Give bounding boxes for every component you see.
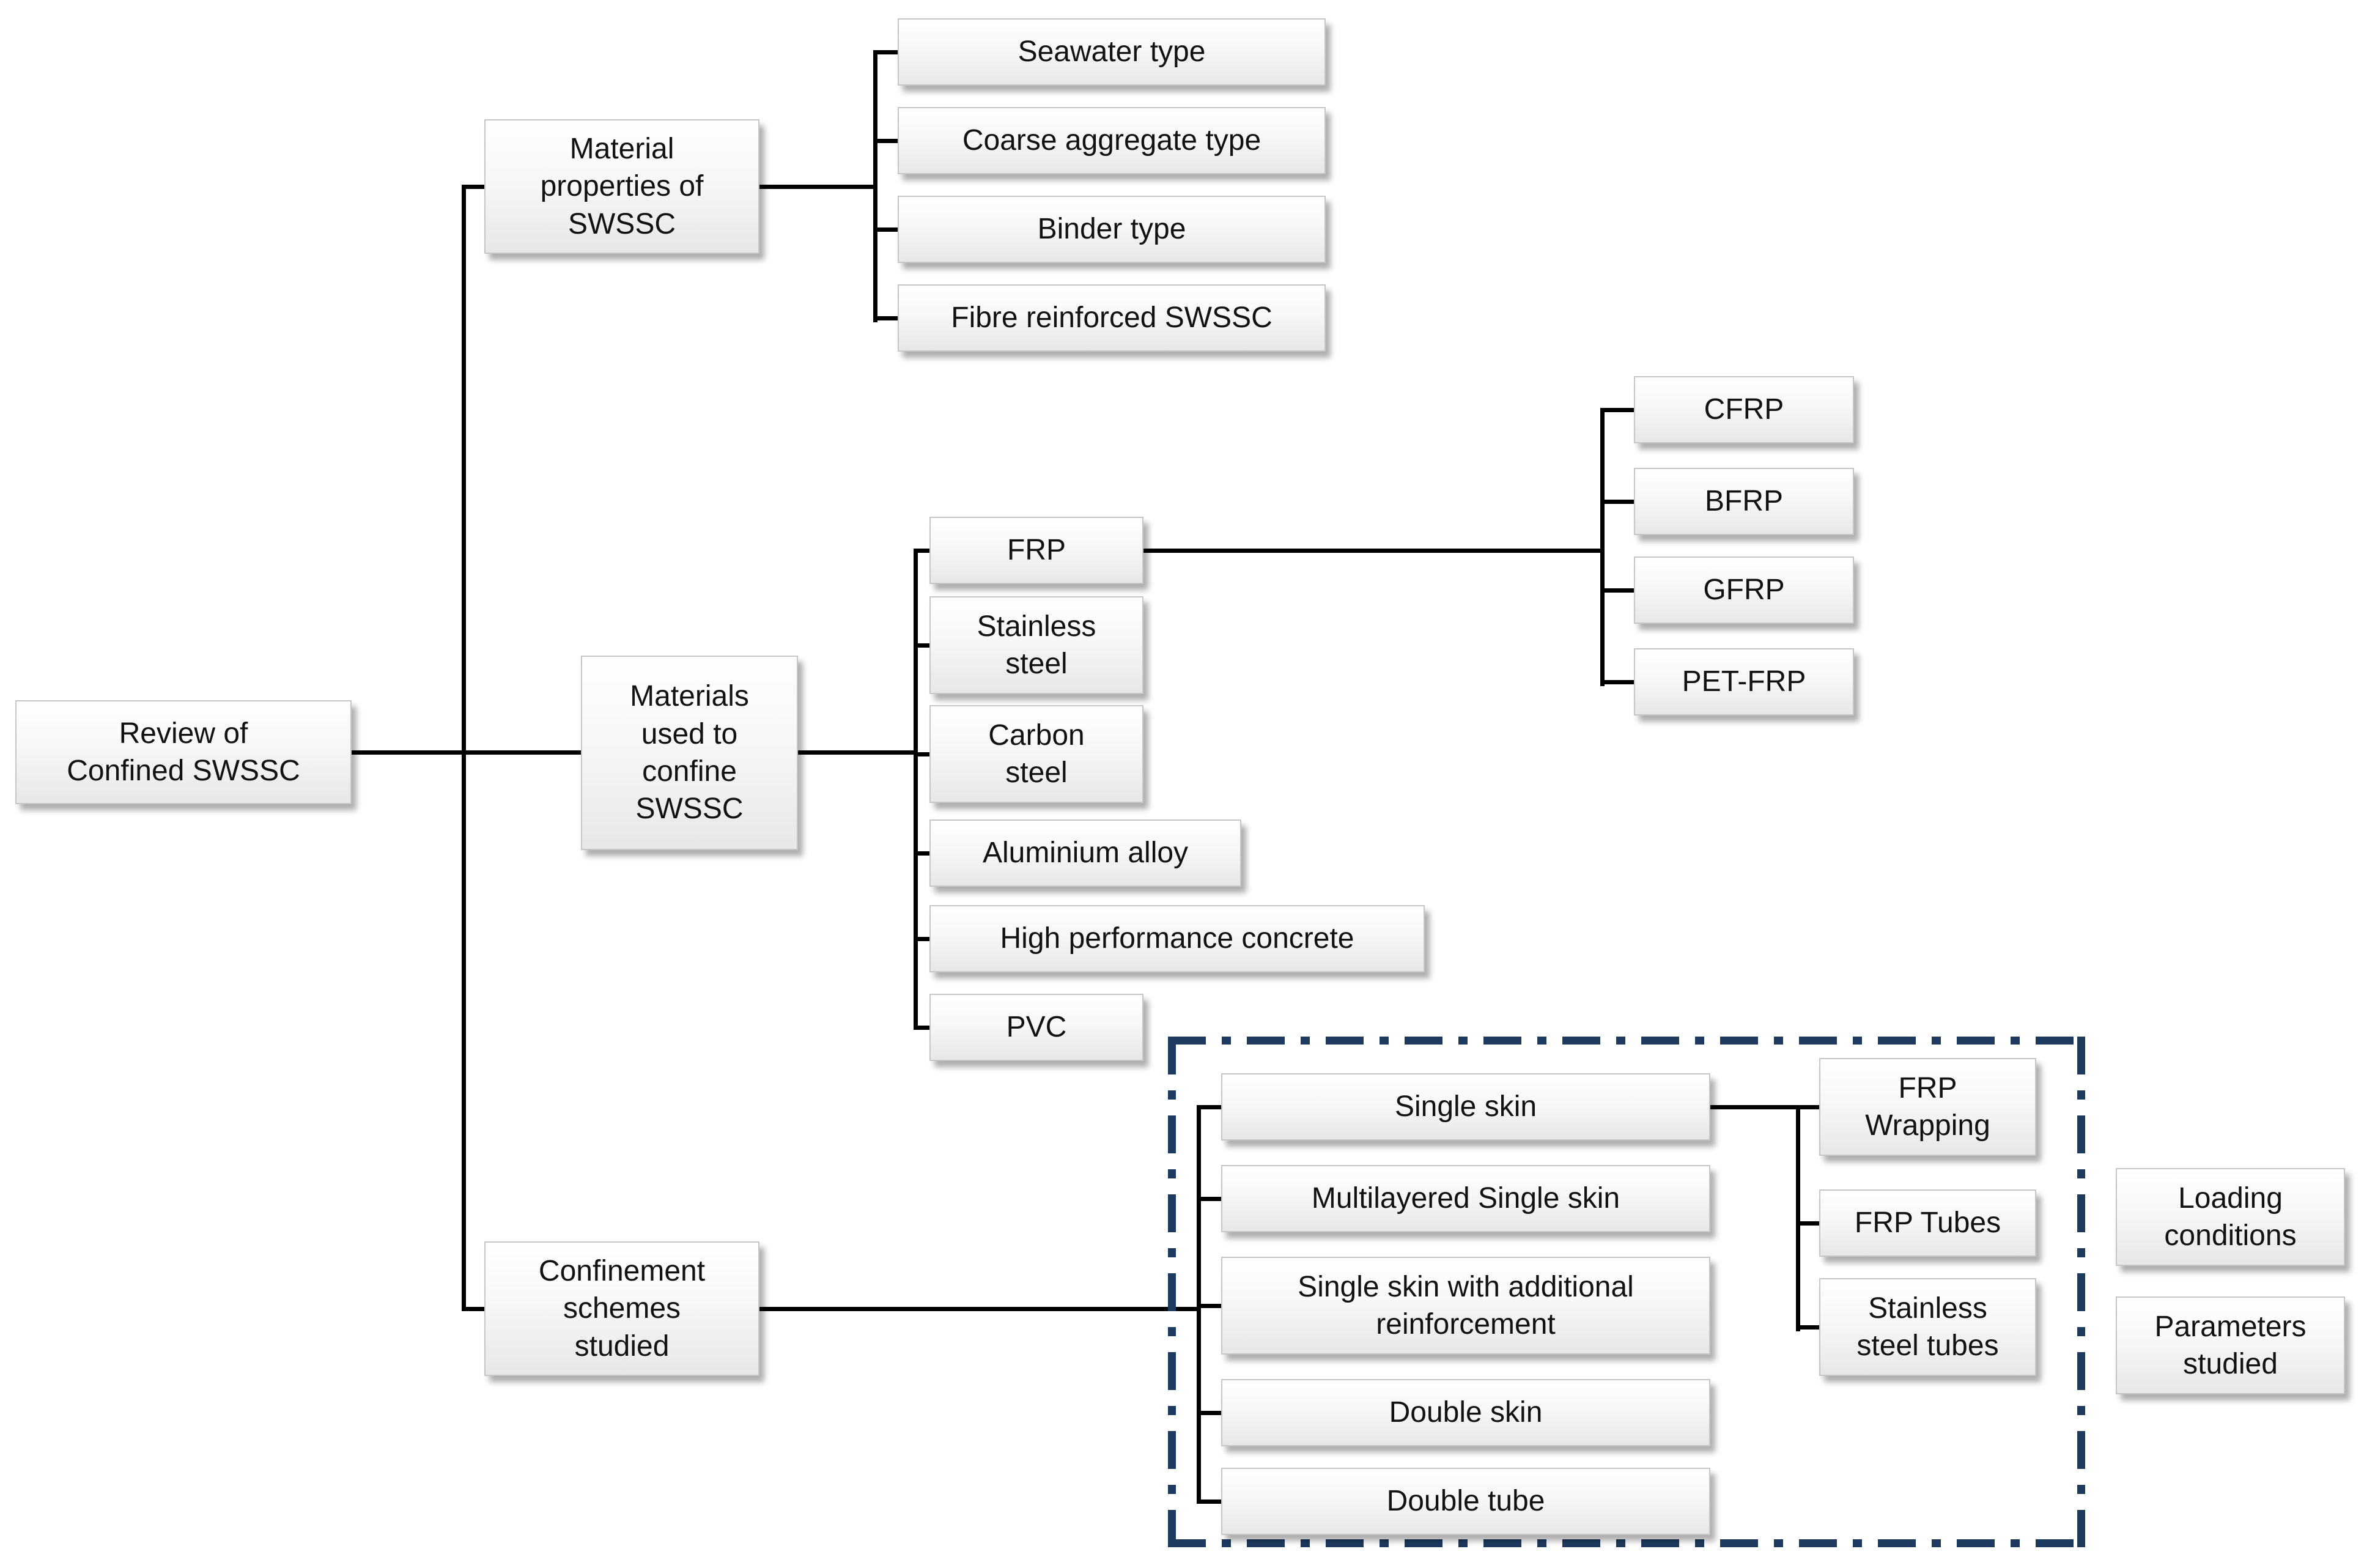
connector-stub-frp-tubes (1796, 1221, 1820, 1226)
node-binder-type: Binder type (898, 196, 1326, 263)
connector-stub-bfrp (1600, 500, 1634, 504)
node-stainless-steel-tubes: Stainless steel tubes (1819, 1278, 2036, 1376)
connector-stub-fibre (873, 316, 898, 320)
connector-spine-vertical (462, 185, 466, 1311)
connector-branch1-rail (873, 50, 877, 322)
connector-stub-seawater (873, 50, 898, 54)
connector-frp-to-rail (1143, 549, 1602, 553)
connector-stub-single-skin-additional (1197, 1304, 1221, 1308)
node-frp-tubes: FRP Tubes (1819, 1189, 2036, 1257)
connector-stub-stainless-steel (914, 643, 932, 648)
connector-branch1-stub (462, 185, 486, 189)
connector-single-skin-rail (1796, 1105, 1800, 1331)
connector-stub-multilayered (1197, 1197, 1221, 1201)
connector-stub-single-skin (1197, 1105, 1221, 1109)
connector-branch3-stub (462, 1307, 486, 1311)
connector-stub-double-skin (1197, 1411, 1221, 1415)
connector-stub-pvc (914, 1026, 932, 1030)
connector-branch2-to-rail (798, 750, 915, 755)
node-loading-conditions: Loading conditions (2116, 1168, 2345, 1266)
connector-stub-double-tube (1197, 1500, 1221, 1504)
node-carbon-steel: Carbon steel (929, 705, 1143, 803)
node-double-skin: Double skin (1221, 1379, 1710, 1446)
connector-stub-frp (914, 549, 932, 553)
connector-stub-carbon-steel (914, 752, 932, 756)
node-aluminium-alloy: Aluminium alloy (929, 819, 1241, 887)
dashed-border-bottom (1168, 1539, 2085, 1547)
connector-frp-rail (1600, 408, 1605, 686)
node-seawater-type: Seawater type (898, 18, 1326, 86)
connector-stub-aluminium (914, 851, 932, 856)
node-review-of-confined-swssc: Review of Confined SWSSC (15, 700, 352, 804)
dashed-border-top (1168, 1037, 2085, 1045)
node-high-performance-concrete: High performance concrete (929, 905, 1425, 972)
connector-stub-pet-frp (1600, 680, 1634, 684)
node-single-skin-with-additional-reinforcement: Single skin with additional reinforcemen… (1221, 1257, 1710, 1355)
connector-root-horizontal (352, 750, 581, 755)
connector-stub-cfrp (1600, 408, 1634, 412)
node-confinement-schemes-studied: Confinement schemes studied (484, 1241, 759, 1376)
connector-branch1-to-rail (759, 185, 877, 189)
connector-stub-frp-wrapping (1796, 1105, 1820, 1109)
connector-stub-coarse-aggregate (873, 139, 898, 143)
node-cfrp: CFRP (1634, 376, 1854, 443)
node-parameters-studied: Parameters studied (2116, 1296, 2345, 1394)
node-pvc: PVC (929, 994, 1143, 1061)
dashed-border-right (2077, 1037, 2085, 1547)
node-pet-frp: PET-FRP (1634, 648, 1854, 716)
node-frp: FRP (929, 517, 1143, 584)
dashed-highlight-box (1168, 1037, 2085, 1547)
connector-branch2-rail (914, 549, 918, 1030)
connector-stub-binder (873, 227, 898, 232)
node-single-skin: Single skin (1221, 1073, 1710, 1141)
node-double-tube: Double tube (1221, 1468, 1710, 1535)
node-frp-wrapping: FRP Wrapping (1819, 1058, 2036, 1156)
dashed-border-left (1168, 1037, 1176, 1547)
node-bfrp: BFRP (1634, 468, 1854, 535)
connector-branch3-to-rail (759, 1307, 1200, 1311)
node-coarse-aggregate-type: Coarse aggregate type (898, 107, 1326, 174)
node-multilayered-single-skin: Multilayered Single skin (1221, 1165, 1710, 1232)
connector-stub-hpc (914, 937, 932, 941)
node-stainless-steel: Stainless steel (929, 596, 1143, 694)
node-material-properties-of-swssc: Material properties of SWSSC (484, 119, 759, 254)
connector-stub-gfrp (1600, 588, 1634, 593)
node-fibre-reinforced-swssc: Fibre reinforced SWSSC (898, 284, 1326, 352)
node-gfrp: GFRP (1634, 557, 1854, 624)
connector-single-skin-to-rail (1709, 1105, 1798, 1109)
connector-stub-stainless-tubes (1796, 1325, 1820, 1329)
node-materials-used-to-confine-swssc: Materials used to confine SWSSC (581, 656, 798, 850)
